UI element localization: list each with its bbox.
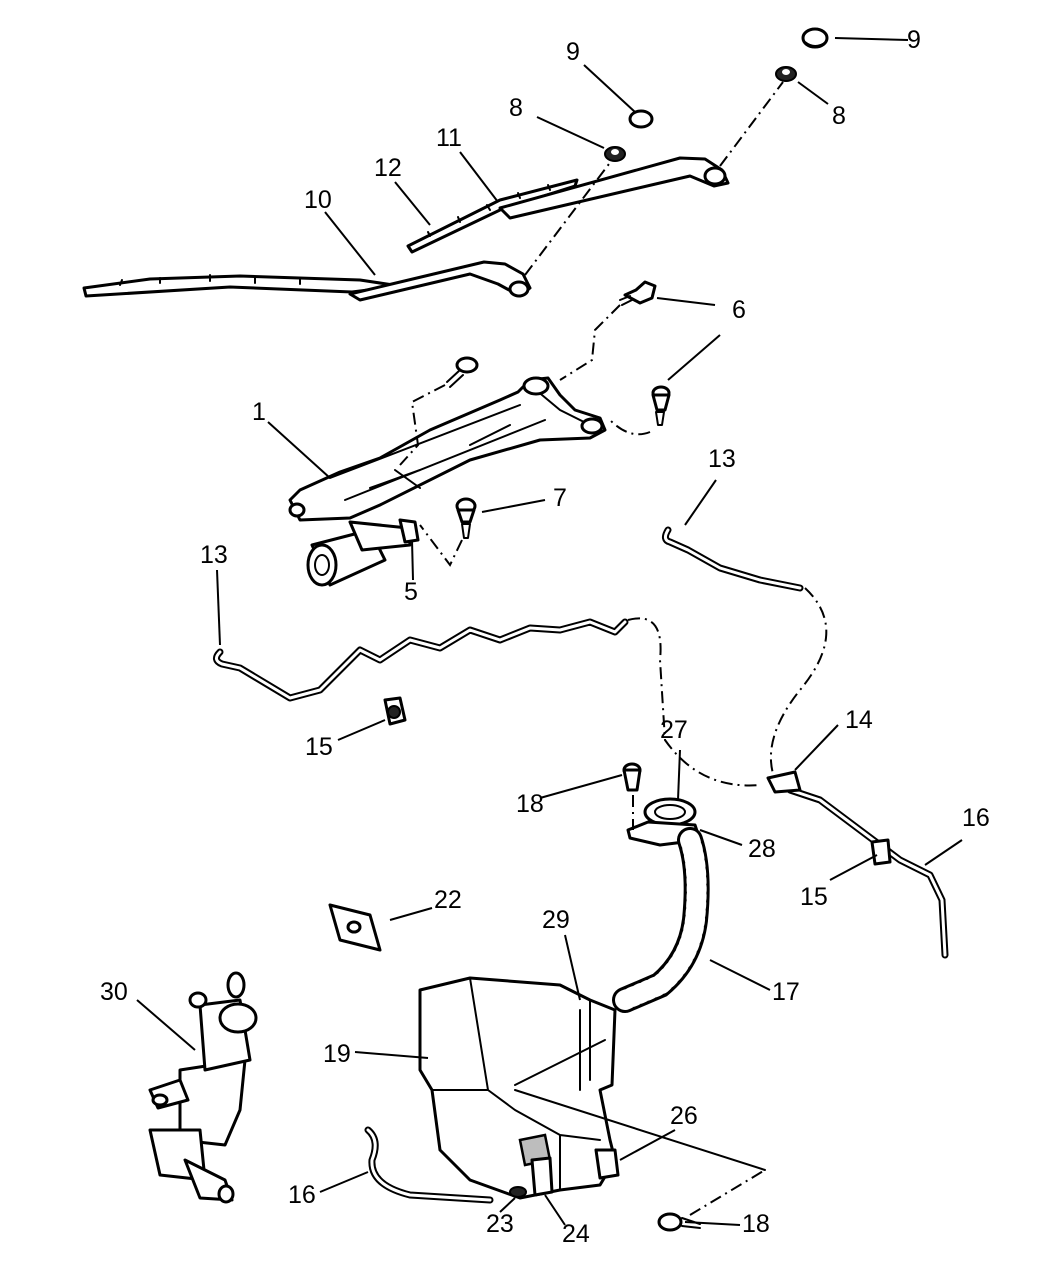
pump-grommet-23-24 bbox=[509, 1156, 554, 1198]
wiper-motor bbox=[306, 520, 412, 587]
callout-10: 10 bbox=[304, 186, 332, 214]
assembly-line-bolt-18-lower bbox=[689, 1169, 766, 1216]
washer-reservoir-19 bbox=[418, 976, 620, 1200]
nut-8-right bbox=[775, 66, 797, 82]
callout-1: 1 bbox=[252, 398, 266, 426]
nut-8-left bbox=[604, 146, 626, 162]
callout-27: 27 bbox=[660, 716, 688, 744]
callout-8-left: 8 bbox=[509, 94, 523, 122]
callout-18-upper: 18 bbox=[516, 790, 544, 818]
callout-8-right: 8 bbox=[832, 102, 846, 130]
callout-19: 19 bbox=[323, 1040, 351, 1068]
assembly-line-bolt-7 bbox=[419, 524, 463, 567]
assembly-line-right-arm bbox=[719, 81, 784, 167]
callout-labels: 1 5 6 7 8 8 9 9 10 11 12 13 13 14 15 15 … bbox=[100, 26, 990, 1248]
callout-13-right: 13 bbox=[708, 445, 736, 473]
callout-7: 7 bbox=[553, 484, 567, 512]
washer-hose-16-left bbox=[364, 1126, 494, 1204]
washer-hose-16-right bbox=[786, 786, 949, 959]
assembly-line-hose-13-right bbox=[769, 587, 828, 781]
bolt-6-upper bbox=[619, 280, 657, 306]
callout-23: 23 bbox=[486, 1210, 514, 1238]
bolt-18-upper bbox=[622, 762, 642, 792]
bolt-7 bbox=[455, 497, 477, 539]
bolt-6-lower bbox=[651, 385, 671, 426]
hose-clip-15-right bbox=[870, 838, 892, 866]
callout-11: 11 bbox=[436, 124, 462, 152]
callout-22: 22 bbox=[434, 886, 462, 914]
callout-14: 14 bbox=[845, 706, 873, 734]
callout-26: 26 bbox=[670, 1102, 698, 1130]
cap-9-left bbox=[628, 109, 654, 129]
leader-26-b bbox=[514, 1039, 606, 1086]
leader-lines bbox=[136, 37, 963, 1226]
wiper-arm-right bbox=[498, 156, 730, 220]
callout-9-left: 9 bbox=[566, 38, 580, 66]
callout-28: 28 bbox=[748, 835, 776, 863]
bolt-6-left bbox=[446, 356, 479, 388]
nut-22 bbox=[328, 903, 382, 952]
clip-5 bbox=[398, 518, 420, 544]
washer-hose-13-right bbox=[661, 526, 804, 592]
callout-17: 17 bbox=[772, 978, 800, 1006]
callout-29: 29 bbox=[542, 906, 570, 934]
assembly-line-left-arm bbox=[524, 159, 613, 276]
callout-15-right: 15 bbox=[800, 883, 828, 911]
leader-26-a bbox=[514, 1089, 766, 1171]
callout-24: 24 bbox=[562, 1220, 590, 1248]
washer-hose-13-left bbox=[213, 618, 629, 702]
hose-connector-14 bbox=[766, 770, 802, 794]
callout-9-right: 9 bbox=[907, 26, 921, 54]
filler-hose-17 bbox=[612, 827, 710, 1013]
wiper-arm-left bbox=[348, 260, 532, 302]
callout-15-left: 15 bbox=[305, 733, 333, 761]
assembly-line-bolt-6-lower bbox=[609, 419, 651, 436]
assembly-line-hose-13-left bbox=[627, 617, 761, 787]
bolt-18-lower bbox=[657, 1212, 701, 1232]
callout-18-lower: 18 bbox=[742, 1210, 770, 1238]
assembly-line-bolt-6-left bbox=[399, 384, 446, 466]
callout-5: 5 bbox=[404, 578, 418, 606]
callout-13-left: 13 bbox=[200, 541, 228, 569]
washer-pump-30 bbox=[148, 971, 258, 1204]
hose-clip-15-left bbox=[383, 696, 407, 726]
callout-30: 30 bbox=[100, 978, 128, 1006]
assembly-line-bolt-6-upper bbox=[559, 304, 621, 381]
wiper-blade-right bbox=[406, 178, 579, 254]
wiper-linkage-assembly bbox=[288, 376, 607, 522]
callout-12: 12 bbox=[374, 154, 402, 182]
callout-6: 6 bbox=[732, 296, 746, 324]
callout-16-left: 16 bbox=[288, 1181, 316, 1209]
callout-16-right: 16 bbox=[962, 804, 990, 832]
cap-9-right bbox=[801, 27, 829, 49]
